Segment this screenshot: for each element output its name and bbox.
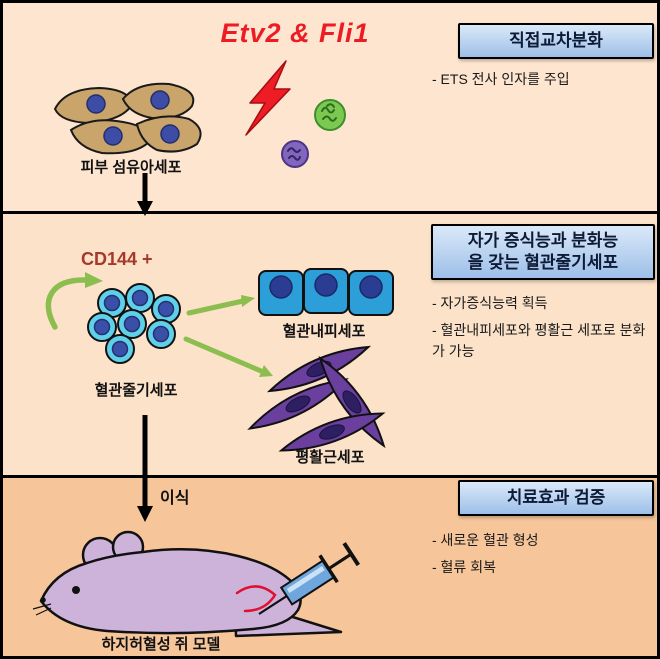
fibroblast-label: 피부 섬유아세포 — [80, 159, 182, 176]
bullet-item: - 자가증식능력 획득 — [432, 295, 548, 311]
mouse-nose-icon — [40, 597, 46, 603]
bullet-item: - ETS 전사 인자를 주입 — [432, 71, 570, 87]
lightning-bolt-icon — [245, 60, 291, 136]
transcription-factors-title: Etv2 & Fli1 — [220, 18, 370, 48]
stage1-bullets: - ETS 전사 인자를 주입 — [432, 69, 653, 96]
bullet-item: - 새로운 혈관 형성 — [432, 532, 539, 548]
endothelial-cell-label: 혈관내피세포 — [282, 323, 366, 340]
bullet-item: - 혈류 회복 — [432, 559, 496, 576]
cd144-marker-label: CD144 + — [81, 249, 153, 269]
smooth-muscle-cells — [247, 345, 386, 452]
stage2-bullets: - 자가증식능력 획득 - 혈관내피세포와 평활근 세포로 분화가 가능 — [432, 293, 654, 368]
down-arrow-transplant — [137, 415, 153, 522]
endothelial-cells — [258, 268, 394, 316]
viral-vector-purple-icon — [281, 140, 309, 168]
stage1-title-box: 직접교차분화 — [458, 23, 654, 59]
syringe-icon — [258, 542, 361, 615]
section-divider-2 — [3, 475, 657, 478]
ischemia-artery-line — [235, 585, 277, 613]
stage3-bullets: - 새로운 혈관 형성 - 혈류 회복 — [432, 530, 652, 585]
section-divider-1 — [3, 211, 657, 214]
smooth-muscle-cell-label: 평활근세포 — [295, 449, 365, 466]
down-arrow-top — [137, 173, 153, 216]
viral-vector-green-icon — [314, 99, 346, 131]
bullet-item: - 혈관내피세포와 평활근 세포로 분화가 가능 — [432, 322, 646, 359]
stage2-title-box: 자가 증식능과 분화능 을 갖는 혈관줄기세포 — [431, 224, 655, 280]
fibroblast-cells — [53, 82, 202, 155]
self-renewal-arrow-icon — [45, 272, 103, 330]
mouse-model-label: 하지허혈성 쥐 모델 — [101, 636, 221, 653]
mouse-whiskers — [32, 603, 52, 616]
diagram-artwork — [32, 60, 394, 638]
vascular-stem-cell-label: 혈관줄기세포 — [94, 382, 178, 399]
stage3-title-box: 치료효과 검증 — [458, 480, 654, 516]
arrow-to-endothelial — [186, 295, 255, 316]
transplant-label: 이식 — [160, 490, 190, 507]
mouse-body — [39, 548, 302, 635]
arrow-to-smooth-muscle — [183, 336, 273, 377]
stem-cell-cluster — [87, 283, 181, 364]
mouse-eye-icon — [72, 586, 80, 594]
